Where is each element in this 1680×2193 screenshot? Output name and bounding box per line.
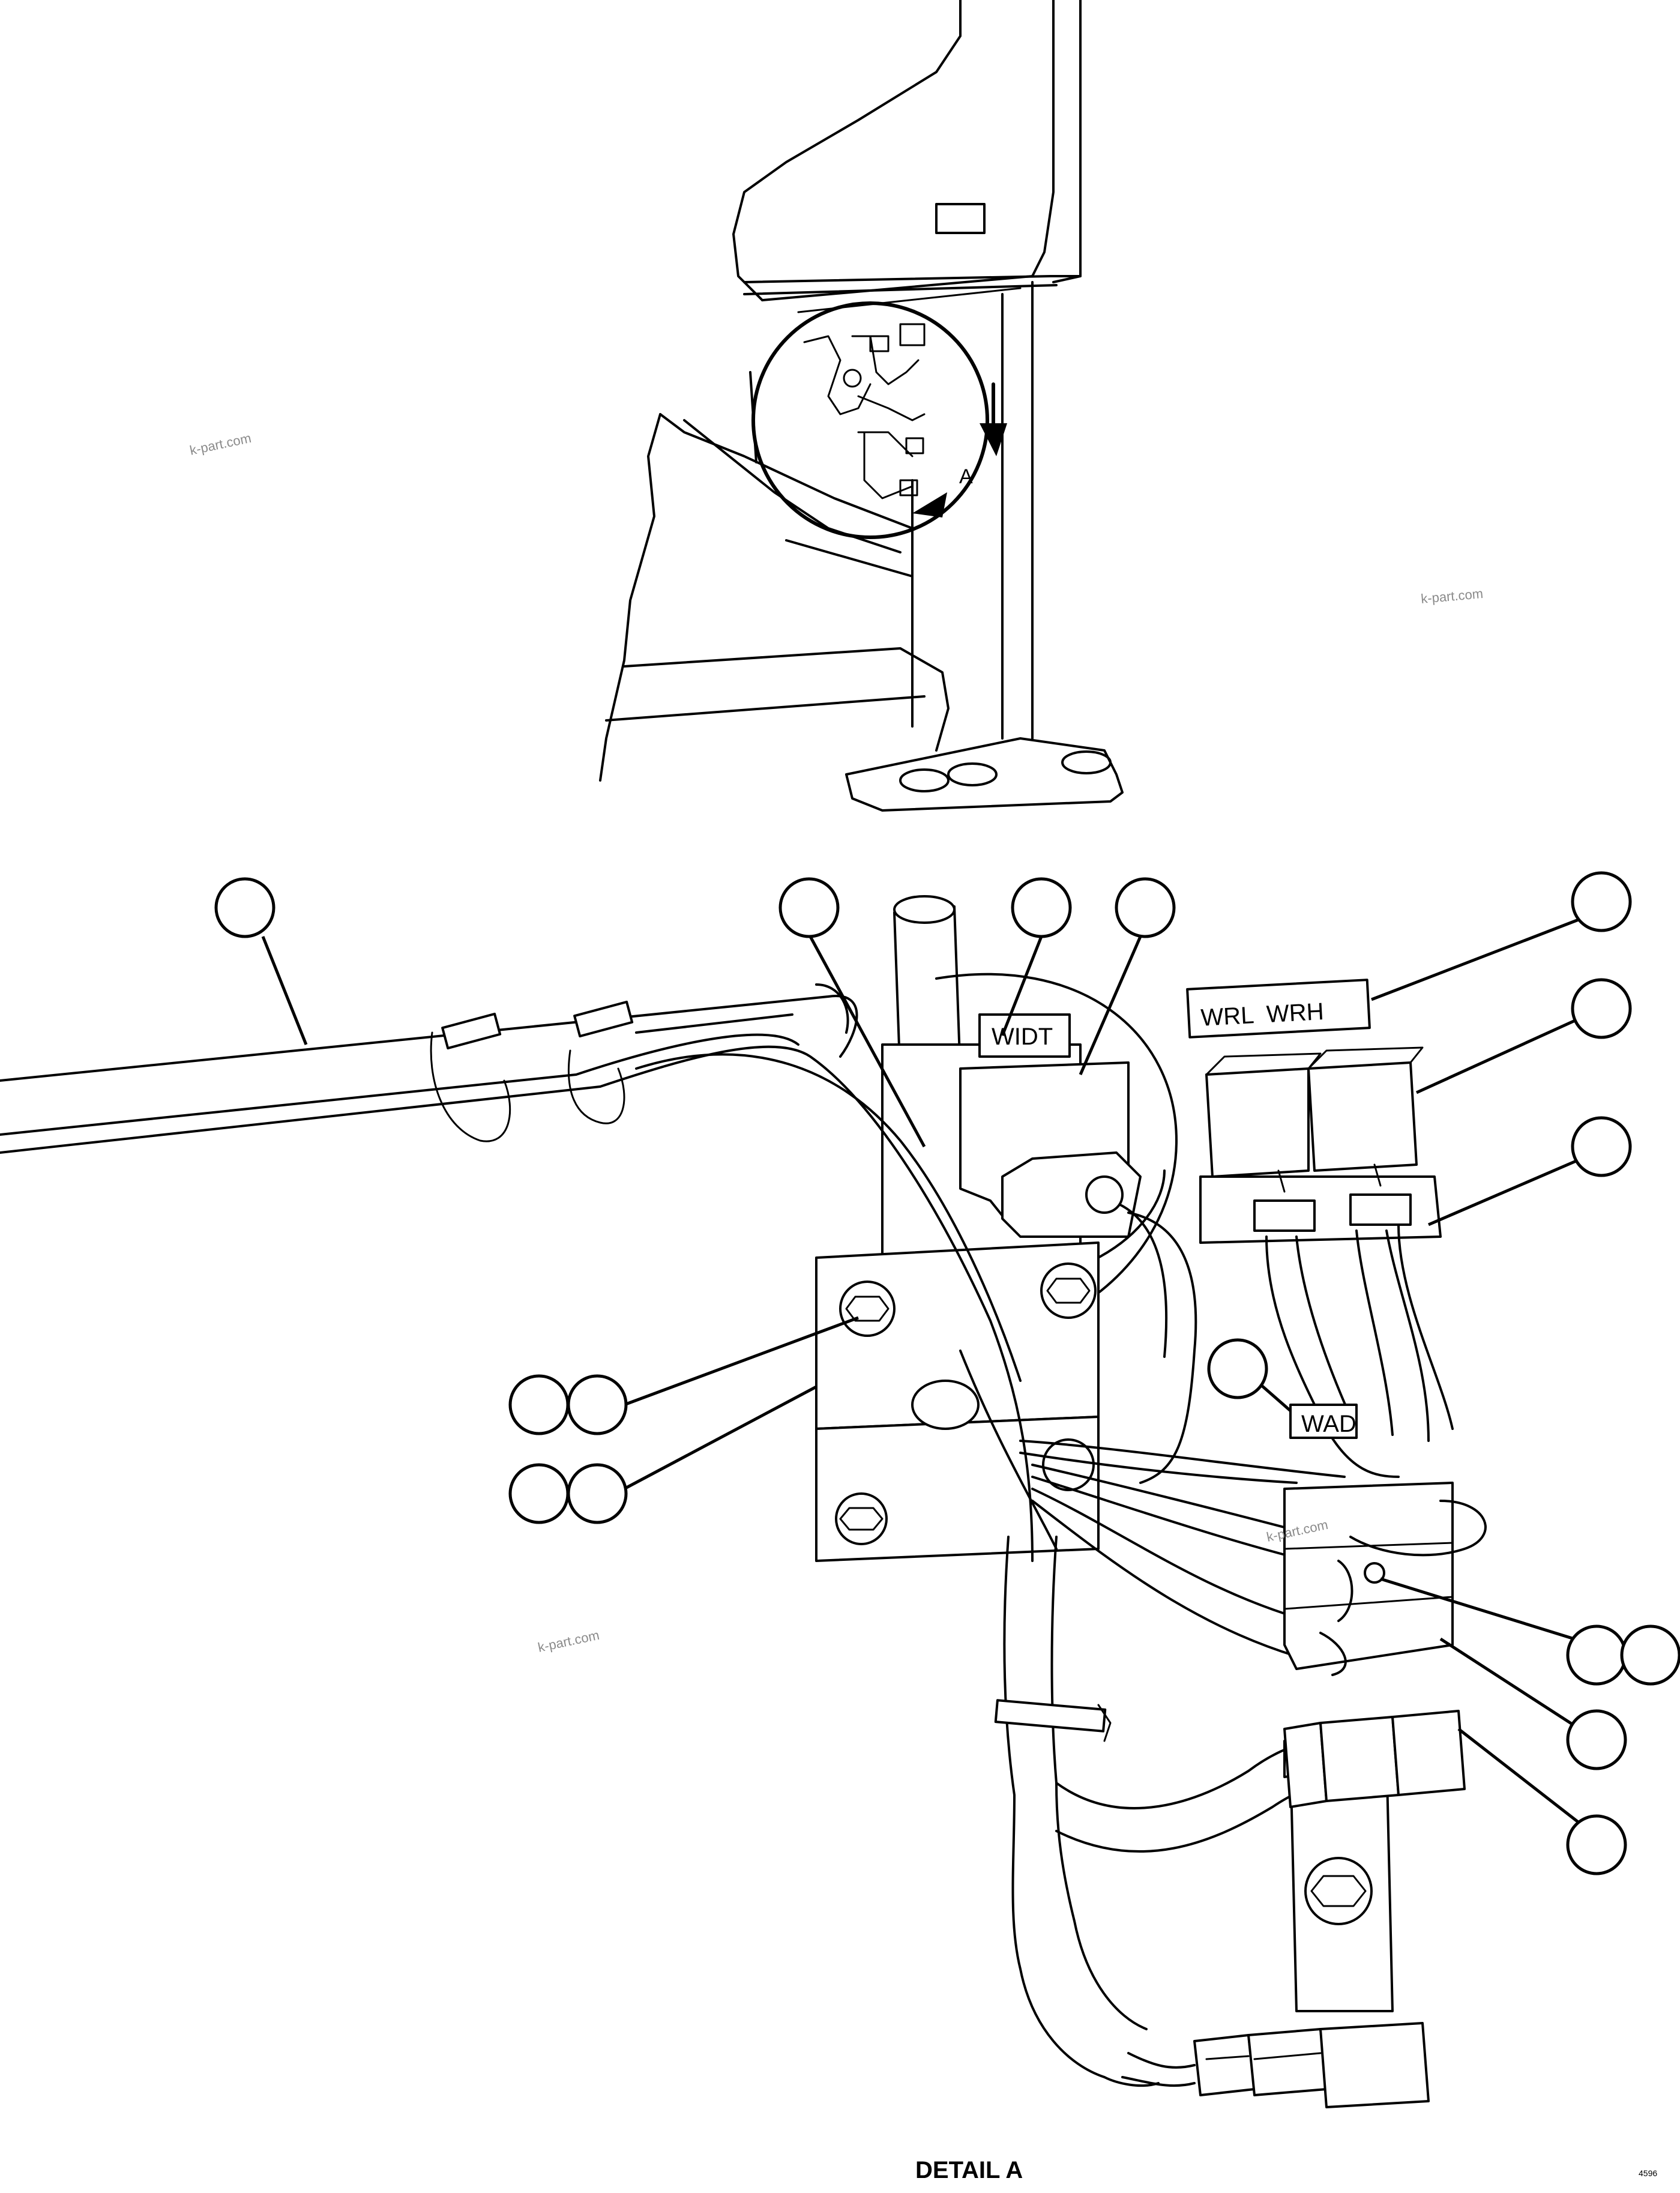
wire-tag-wrl-wrh: WRL WRH [1186,979,1371,1039]
callout-screw-b [1566,1624,1627,1686]
callout-connector [1115,877,1176,938]
watermark: k-part.com [537,1627,601,1655]
callout-washer-c [1620,1624,1680,1686]
callout-screw [778,877,840,938]
svg-text:WRL WRH: WRL WRH [1200,998,1324,1031]
callout-bolt-b [508,1463,570,1524]
callout-washer-a [567,1374,628,1435]
watermark: k-part.com [1420,586,1484,606]
panel-tab [935,203,986,234]
callout-terminal-block [1566,1709,1627,1770]
detail-arrow-icon-2 [912,492,947,517]
bolt-head [839,1281,896,1337]
wire-tag-widt: WIDT [978,1013,1071,1058]
callout-tag-widt [1011,877,1072,938]
bolt-head [835,1492,888,1545]
bolt-head [1040,1262,1097,1319]
reference-number: 4596 [1639,2168,1657,2178]
callout-relay-bracket [1571,1116,1632,1177]
callout-harness [214,877,275,938]
callout-relay [1571,978,1632,1039]
detail-marker-label: A [959,465,973,488]
callout-lower-connector [1566,1814,1627,1875]
wire-tag-wad: WAD [1301,1411,1356,1437]
svg-text:WIDT: WIDT [992,1024,1053,1050]
callout-tag-wrl-wrh [1571,871,1632,932]
callout-leaders [261,917,1595,1835]
overview-assembly: A [599,0,1124,812]
callout-bubbles [214,871,1680,1875]
callout-bolt-a [508,1374,570,1435]
svg-text:WAD: WAD [1301,1411,1356,1437]
detail-arrow-icon [980,423,1007,456]
callout-tag-wad [1207,1338,1268,1399]
callout-washer-b [567,1463,628,1524]
detail-title: DETAIL A [915,2157,1023,2183]
detail-a-circle [751,301,989,539]
detail-a-view [0,895,1487,2108]
watermark: k-part.com [188,430,253,458]
